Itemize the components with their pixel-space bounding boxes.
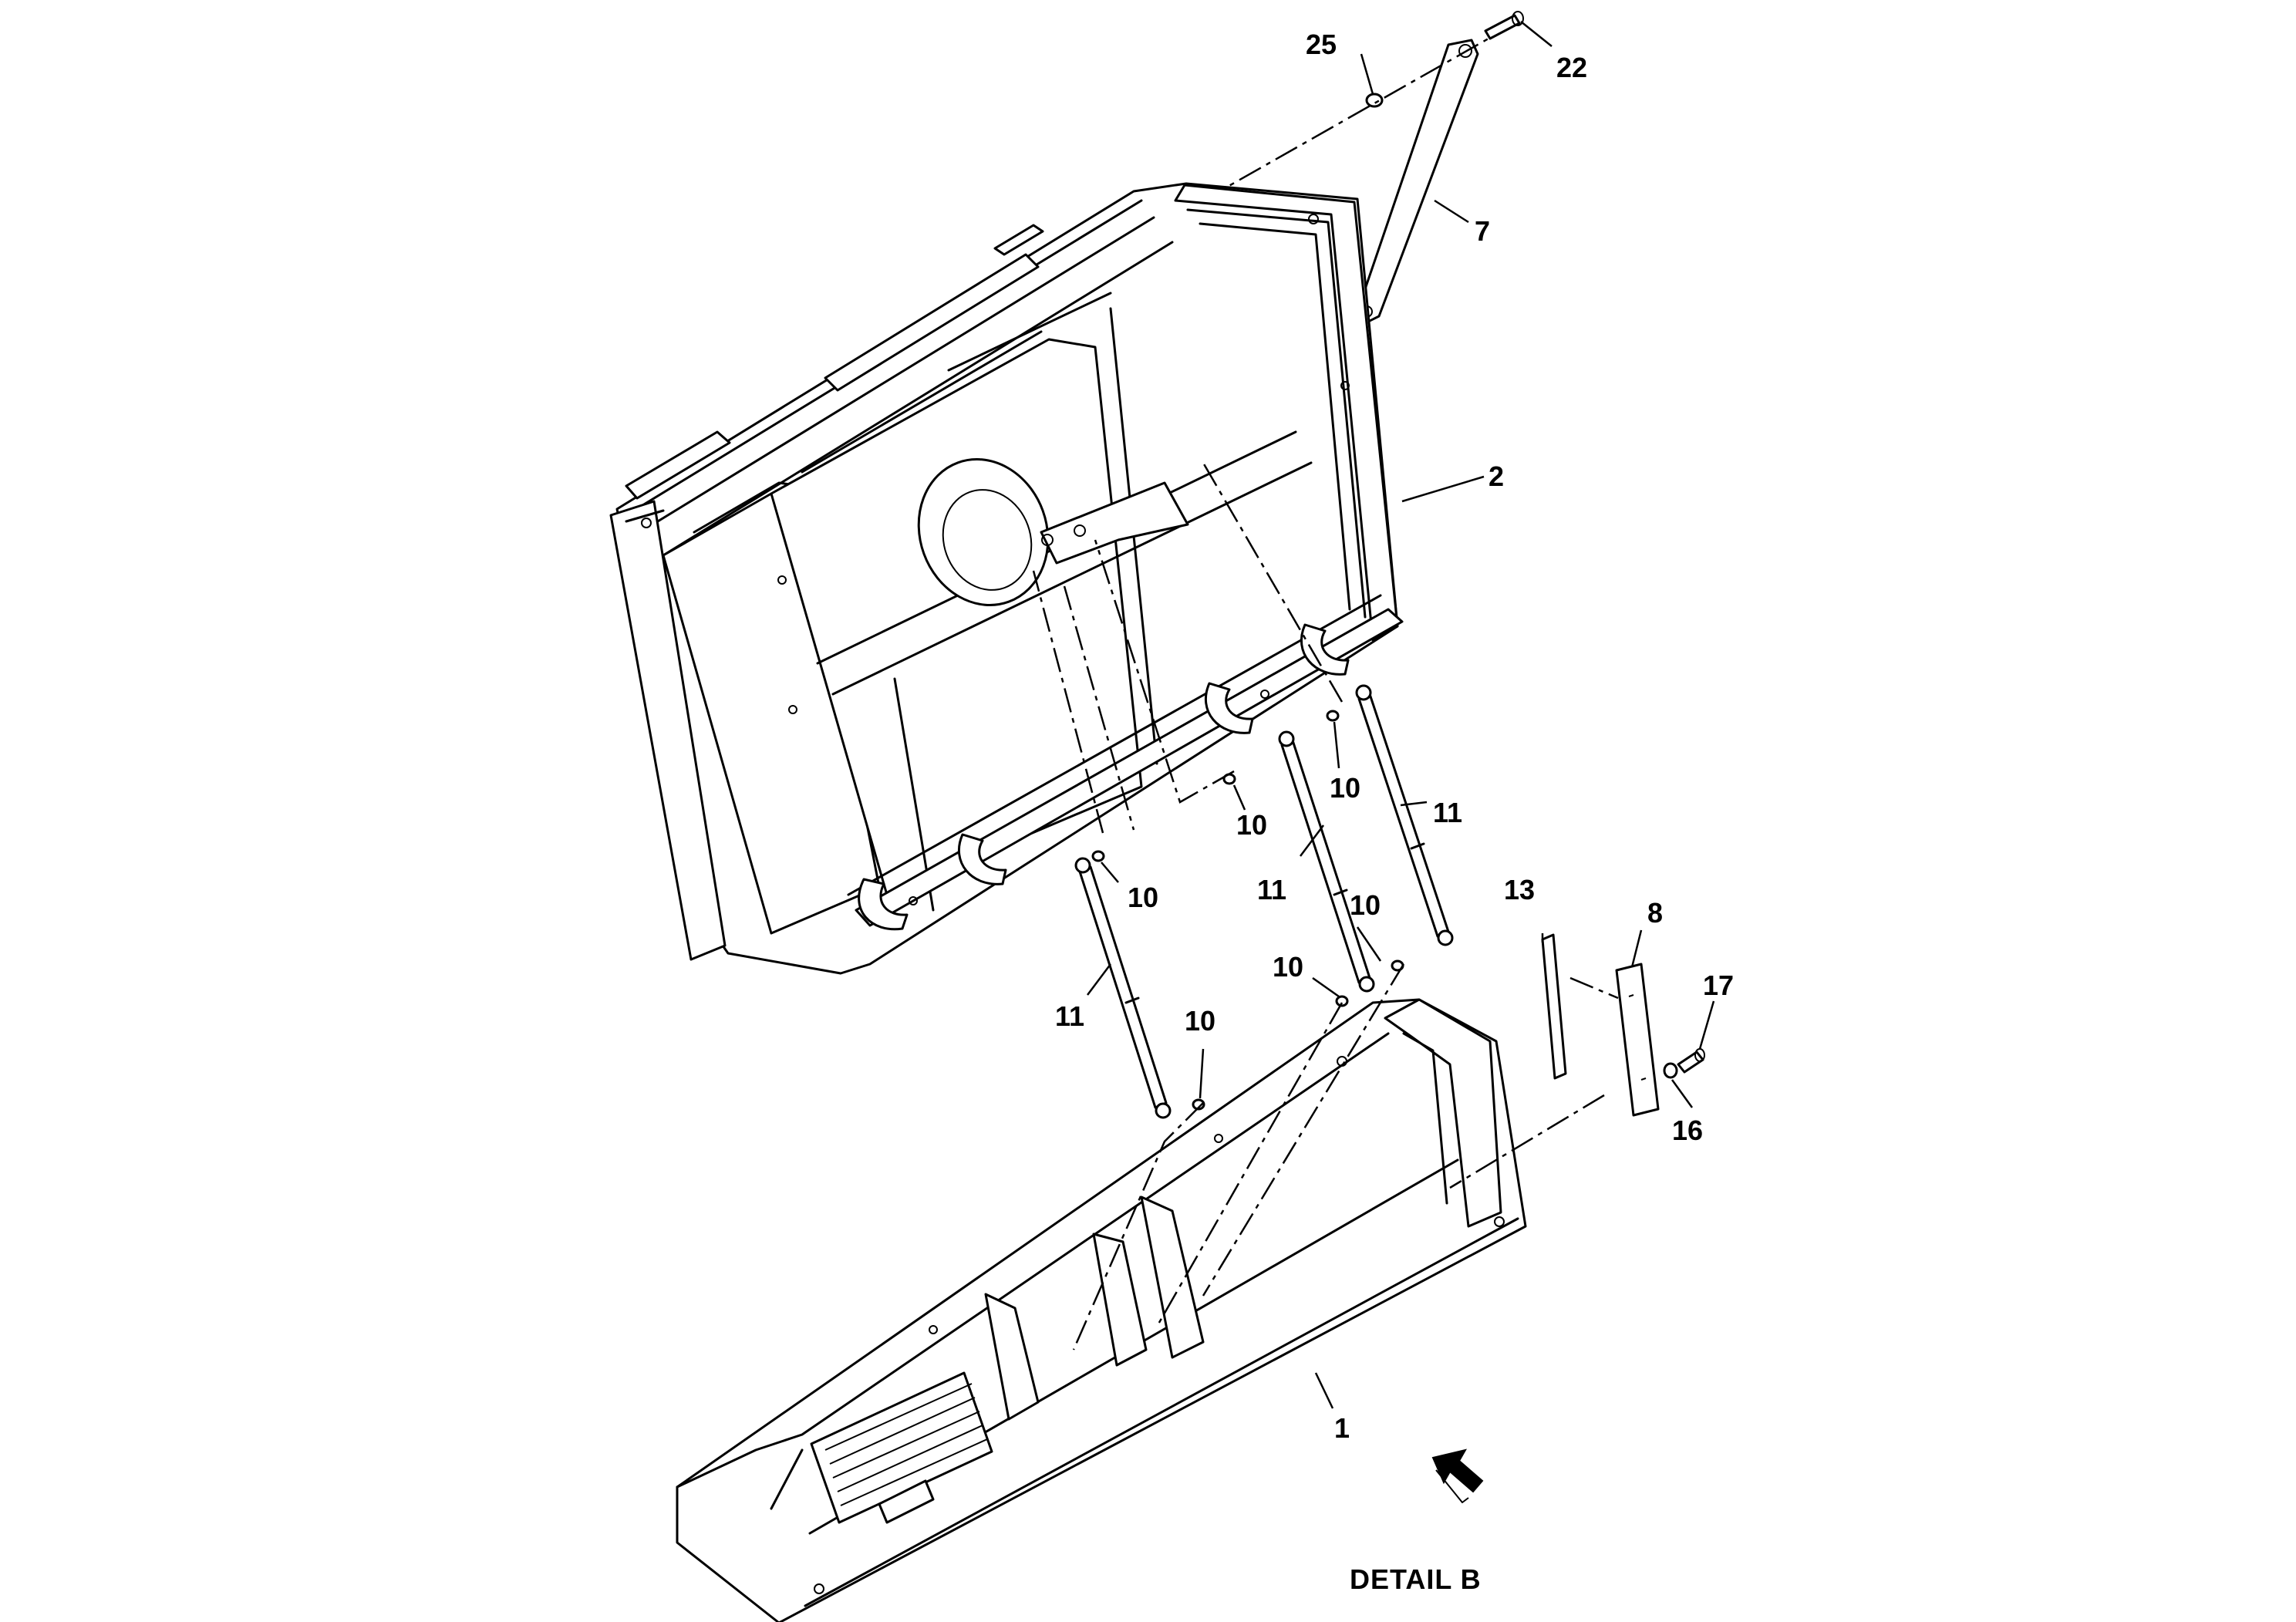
view-direction-arrow-icon	[1431, 1448, 1484, 1503]
part-7-support-stay	[1356, 39, 1479, 324]
callout-17: 17	[1703, 969, 1734, 1001]
part-22-bolt	[1484, 11, 1524, 40]
callout-11-c: 11	[1433, 797, 1462, 828]
part-17-screw	[1677, 1048, 1705, 1074]
part-2-tray-assembly	[609, 182, 1404, 975]
callout-10-e: 10	[1273, 951, 1303, 983]
callout-22: 22	[1556, 52, 1587, 83]
part-8-cover-plate	[1615, 963, 1660, 1117]
part-13-strip	[1541, 933, 1567, 1080]
callout-2: 2	[1489, 460, 1504, 492]
callout-11-a: 11	[1055, 1000, 1084, 1032]
perforated-grille	[810, 1371, 993, 1524]
callout-10-b: 10	[1236, 809, 1267, 841]
leader-lines	[1087, 21, 1715, 1409]
detail-caption: DETAIL B	[1350, 1563, 1482, 1595]
callout-10-a: 10	[1128, 882, 1158, 913]
callout-7: 7	[1475, 215, 1490, 247]
part-25-nut	[1365, 93, 1384, 108]
callout-8: 8	[1647, 897, 1663, 929]
part-11-gas-strut-right	[1355, 684, 1454, 946]
callout-11-b: 11	[1257, 874, 1286, 905]
part-11-gas-strut-center	[1278, 730, 1375, 993]
assembly-lines	[1032, 462, 1619, 1351]
callout-16: 16	[1672, 1114, 1703, 1146]
callout-10-f: 10	[1185, 1005, 1215, 1037]
callout-25: 25	[1306, 29, 1337, 60]
callout-10-d: 10	[1350, 889, 1381, 921]
assembly-line-stay	[1202, 37, 1489, 202]
part-16-washer	[1663, 1062, 1678, 1079]
callout-1: 1	[1334, 1412, 1350, 1444]
part-1-base-channel	[676, 998, 1527, 1622]
callout-13: 13	[1504, 874, 1535, 905]
part-11-gas-strut-left	[1074, 857, 1172, 1119]
callout-labels: 25 22 7 2 10 11 10 11 10 10 10 11 10 13 …	[1055, 29, 1734, 1444]
callout-10-c: 10	[1330, 772, 1360, 804]
part-10-nuts	[1091, 710, 1404, 1111]
